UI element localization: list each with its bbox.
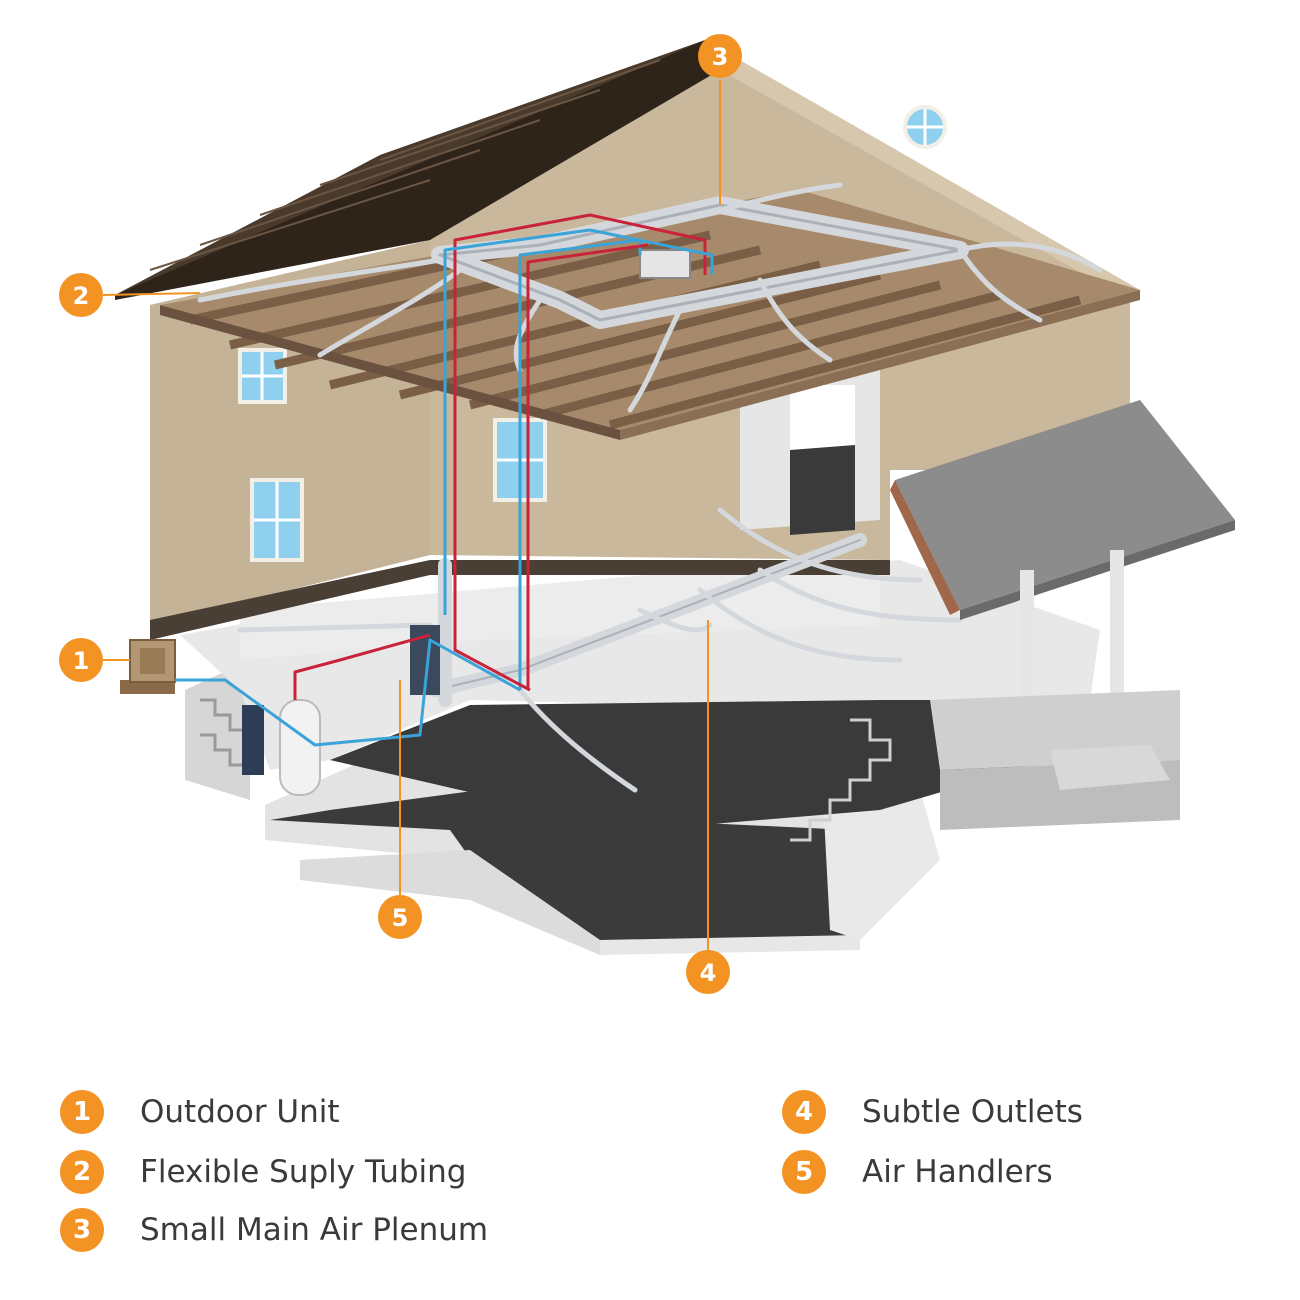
refrigerant-lines: [175, 213, 714, 747]
outdoor-unit: [120, 639, 176, 694]
legend-item-subtle-outlets: 4 Subtle Outlets: [782, 1090, 1083, 1134]
legend: 1 Outdoor Unit 2 Flexible Suply Tubing 3…: [0, 1090, 1300, 1270]
legend-label-4: Subtle Outlets: [862, 1094, 1083, 1130]
legend-number-5: 5: [782, 1150, 826, 1194]
porch: [890, 400, 1235, 830]
legend-number-3: 3: [60, 1208, 104, 1252]
callout-badge-4: 4: [686, 950, 730, 994]
legend-label-2: Flexible Suply Tubing: [140, 1154, 467, 1190]
callout-number-3: 3: [712, 43, 729, 71]
legend-label-3: Small Main Air Plenum: [140, 1212, 489, 1248]
legend-item-small-main-air-plenum: 3 Small Main Air Plenum: [60, 1208, 488, 1252]
callout-number-2: 2: [73, 282, 90, 310]
callout-number-1: 1: [73, 647, 90, 675]
callout-badge-2: 2: [59, 273, 103, 317]
roof: [115, 40, 1140, 300]
legend-number-1: 1: [60, 1090, 104, 1134]
callout-badge-1: 1: [59, 638, 103, 682]
legend-label-1: Outdoor Unit: [140, 1094, 340, 1130]
callout-badge-3: 3: [698, 34, 742, 78]
legend-item-flexible-supply-tubing: 2 Flexible Suply Tubing: [60, 1150, 466, 1194]
legend-number-2: 2: [60, 1150, 104, 1194]
callout-number-4: 4: [700, 959, 717, 987]
basement-stairs: [790, 718, 892, 842]
legend-label-5: Air Handlers: [862, 1154, 1053, 1190]
flexible-supply-tubing: [197, 182, 1103, 413]
legend-item-outdoor-unit: 1 Outdoor Unit: [60, 1090, 340, 1134]
legend-item-air-handlers: 5 Air Handlers: [782, 1150, 1053, 1194]
callout-number-5: 5: [392, 904, 409, 932]
callout-badge-5: 5: [378, 895, 422, 939]
legend-number-4: 4: [782, 1090, 826, 1134]
callout-leaders: [102, 80, 721, 950]
